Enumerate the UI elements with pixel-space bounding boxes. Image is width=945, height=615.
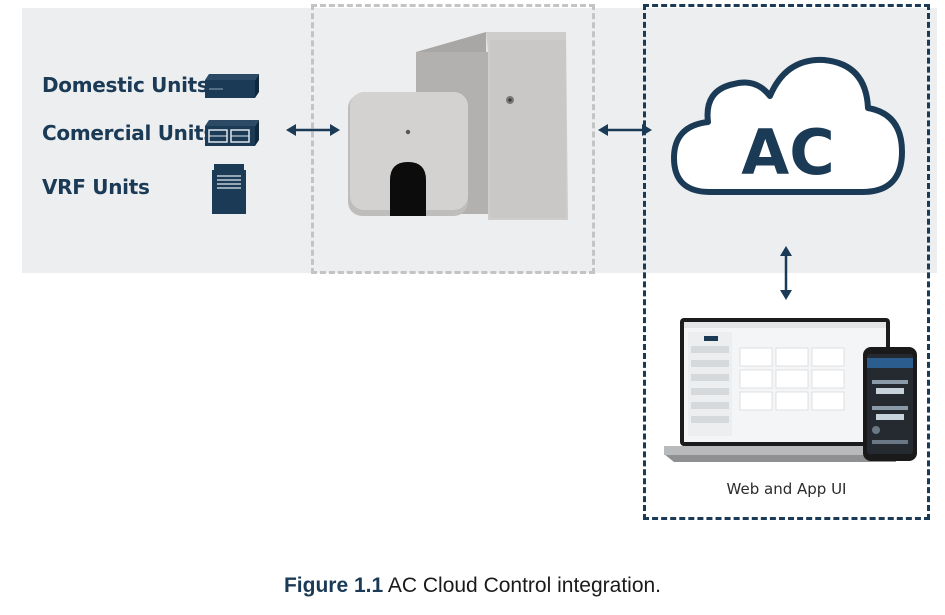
- device-frame: [311, 4, 595, 274]
- cloud-icon: AC: [671, 56, 905, 195]
- cloud-frame: [643, 4, 930, 520]
- figure-caption: Figure 1.1 AC Cloud Control integration.: [0, 574, 945, 598]
- vrf-unit-icon: [212, 164, 246, 214]
- ac-cloud-device-image: [348, 32, 568, 220]
- figure-caption-text: AC Cloud Control integration.: [383, 574, 662, 597]
- laptop-image: [664, 318, 896, 462]
- cloud-label: AC: [741, 116, 834, 189]
- commercial-units-label: Comercial Units: [42, 121, 216, 145]
- domestic-units-label: Domestic Units: [42, 73, 209, 97]
- vrf-units-label: VRF Units: [42, 175, 150, 199]
- web-and-app-ui-label: Web and App UI: [726, 480, 847, 498]
- double-arrow-icon: [780, 246, 792, 300]
- commercial-unit-icon: [205, 120, 259, 146]
- figure-number: Figure 1.1: [283, 574, 384, 597]
- domestic-unit-icon: [205, 74, 259, 98]
- phone-image: [863, 347, 917, 461]
